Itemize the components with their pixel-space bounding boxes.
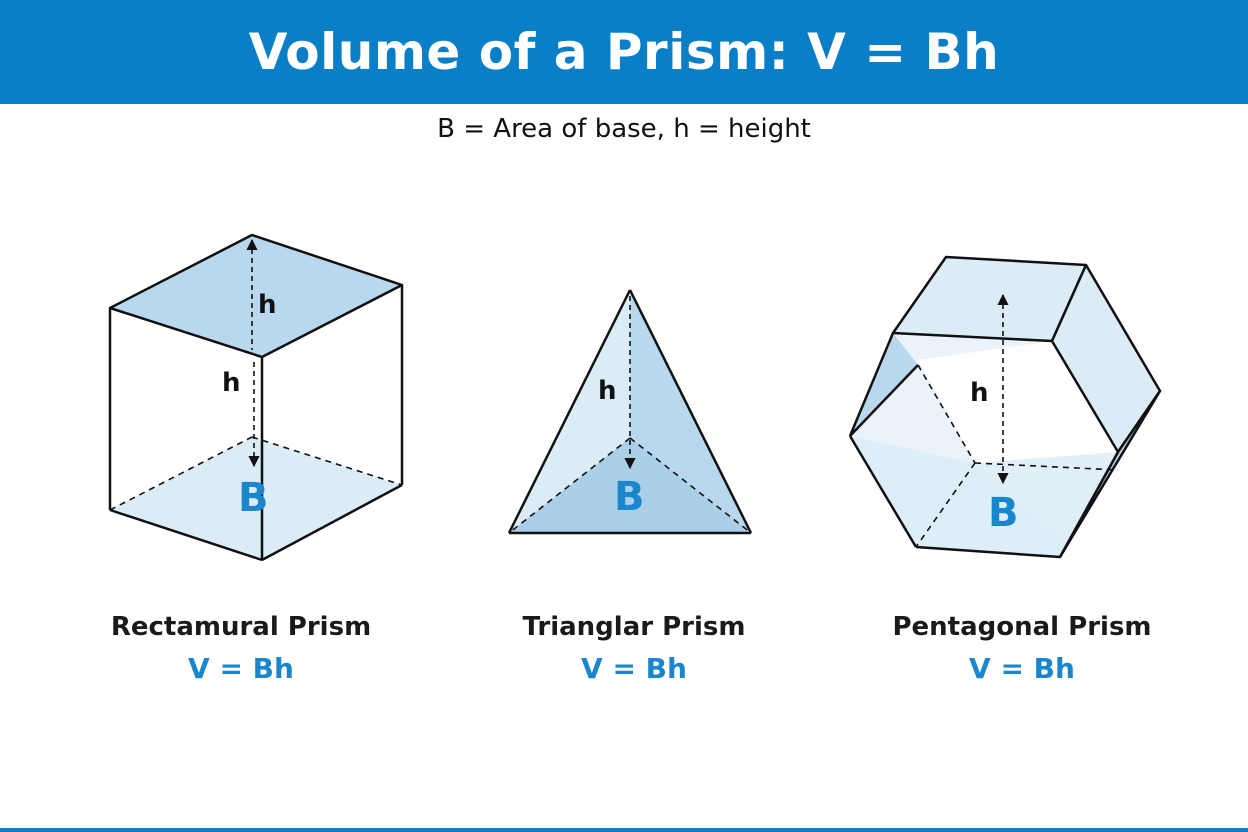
hex-edge	[849, 364, 919, 437]
tri-base-face	[509, 438, 751, 533]
page-title: Volume of a Prism: V = Bh	[248, 23, 1000, 81]
caption-rectangular: Rectamural Prism V = Bh	[61, 612, 421, 685]
hex-edge	[848, 332, 895, 437]
tri-hidden-edge	[508, 437, 631, 534]
base-label: B	[988, 490, 1019, 536]
figure-name: Trianglar Prism	[522, 612, 746, 642]
figure-name: Rectamural Prism	[110, 612, 372, 642]
base-label: B	[238, 475, 269, 521]
bottom-rule	[0, 828, 1248, 832]
caption-pentagonal: Pentagonal Prism V = Bh	[842, 612, 1202, 685]
title-banner: Volume of a Prism: V = Bh	[0, 0, 1248, 104]
hex-edge	[915, 545, 1061, 559]
base-label: B	[614, 474, 645, 520]
cube-bottom-face	[110, 437, 402, 560]
rectangular-prism: h h B	[108, 233, 404, 562]
figure-formula: V = Bh	[188, 652, 294, 685]
height-label: h	[222, 368, 241, 398]
triangular-prism: h B	[507, 289, 753, 535]
hex-edge	[848, 435, 918, 548]
tri-edge	[507, 289, 632, 534]
hex-hidden-edge	[917, 364, 976, 464]
figure-formula: V = Bh	[969, 652, 1075, 685]
height-label: h	[258, 290, 277, 320]
tri-edge	[628, 289, 753, 534]
hex-edge	[1058, 451, 1120, 558]
figure-name: Pentagonal Prism	[892, 612, 1152, 642]
tri-hidden-edge	[629, 437, 752, 534]
height-label: h	[598, 376, 617, 406]
hex-left-face	[850, 333, 918, 436]
cube-edge	[109, 508, 263, 562]
caption-triangular: Trianglar Prism V = Bh	[454, 612, 814, 685]
pentagonal-prism: h B	[848, 255, 1162, 559]
cube-top-face	[108, 233, 404, 359]
subtitle: B = Area of base, h = height	[437, 114, 811, 144]
height-label: h	[970, 378, 989, 408]
cube-edge	[261, 483, 403, 562]
cube-hidden-edge	[109, 436, 253, 511]
figure-formula: V = Bh	[581, 652, 687, 685]
cube-hidden-edge	[251, 436, 403, 486]
hex-base-face	[850, 436, 1118, 557]
